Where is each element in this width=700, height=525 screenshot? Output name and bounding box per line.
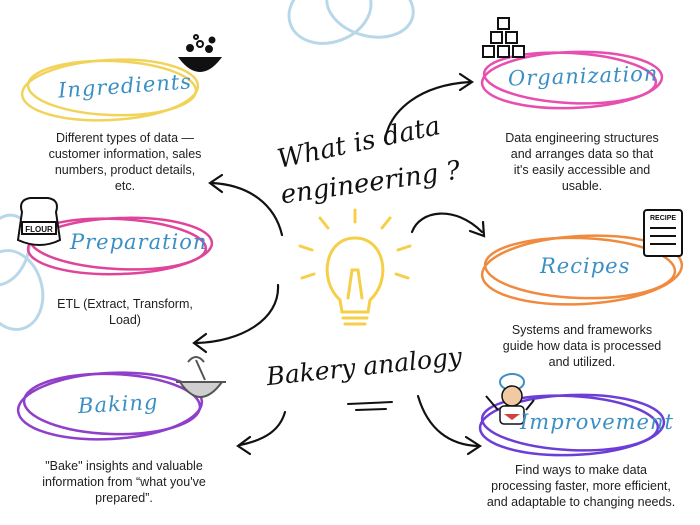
- improvement-description: Find ways to make data processing faster…: [486, 463, 676, 509]
- arrow-to-baking-text: [236, 410, 287, 456]
- flour-label: FLOUR: [25, 225, 53, 234]
- baking-description: "Bake" insights and valuable information…: [42, 459, 206, 505]
- topic-baking-label: Baking: [77, 389, 159, 419]
- topic-improvement-label: Improvement: [520, 410, 674, 434]
- recipe-card-label: RECIPE: [650, 215, 676, 222]
- topic-recipes-label: Recipes: [540, 254, 631, 278]
- flour-bag-icon: FLOUR: [16, 197, 62, 246]
- mixing-bowl-icon: [176, 356, 226, 398]
- baking-ring: [16, 371, 204, 441]
- arrow-to-improvement: [416, 394, 483, 456]
- organization-ring: [480, 50, 664, 110]
- underline-scribble: [347, 401, 393, 411]
- arrow-to-recipes: [410, 212, 486, 238]
- ingredients-ring: [20, 58, 200, 122]
- organization-description: Data engineering structures and arranges…: [505, 131, 659, 193]
- chef-icon: [485, 373, 535, 425]
- preparation-description: ETL (Extract, Transform, Load): [57, 297, 193, 327]
- recipe-card-icon: RECIPE: [643, 209, 683, 257]
- lightbulb-icon: [298, 208, 412, 326]
- recipes-ring: [480, 234, 684, 306]
- improvement-ring: [478, 393, 666, 457]
- stacked-boxes-icon: [482, 17, 525, 58]
- arrow-to-baking: [192, 283, 280, 354]
- recipes-description: Systems and frameworks guide how data is…: [502, 323, 662, 369]
- topic-preparation-label: Preparation: [70, 230, 208, 254]
- bowl-icon: [177, 34, 223, 72]
- arrow-to-organization: [383, 72, 474, 142]
- decorative-loops-top: [287, 0, 415, 45]
- decorative-loops-left: [0, 213, 45, 331]
- arrow-to-ingredients: [208, 173, 284, 237]
- ingredients-description: Different types of data — customer infor…: [48, 131, 202, 193]
